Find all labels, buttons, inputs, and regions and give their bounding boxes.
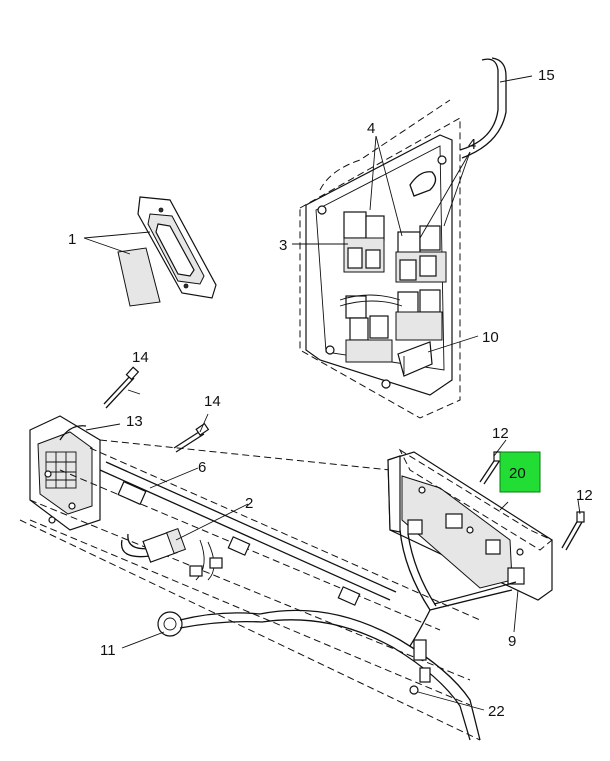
- callout-12-right[interactable]: 12: [576, 487, 593, 504]
- relay-panel: [299, 57, 507, 419]
- relay-group-right: [395, 225, 447, 283]
- callout-14-lower[interactable]: 14: [204, 393, 221, 410]
- relay-group-left: [343, 211, 385, 273]
- highlight-box-20[interactable]: [499, 451, 541, 493]
- callout-4-right[interactable]: 4: [468, 136, 476, 153]
- screw-12-upper: [479, 451, 502, 485]
- screw-12-right: [561, 511, 585, 551]
- bolt-14-upper: [103, 366, 140, 409]
- callout-15[interactable]: 15: [538, 67, 555, 84]
- connector-11: [157, 609, 481, 741]
- connector-grid: [45, 451, 77, 489]
- callout-11[interactable]: 11: [100, 642, 116, 659]
- callout-10[interactable]: 10: [482, 329, 499, 346]
- callout-6[interactable]: 6: [198, 459, 206, 476]
- callout-2[interactable]: 2: [245, 495, 253, 512]
- harness-rail: [19, 439, 481, 741]
- callout-3[interactable]: 3: [279, 237, 287, 254]
- callout-13[interactable]: 13: [126, 413, 143, 430]
- callout-labels: 1 2 3 4 4 6 9 10 11 12 12 13 14 14 15 20…: [68, 67, 593, 720]
- callout-12-upper[interactable]: 12: [492, 425, 509, 442]
- callout-22[interactable]: 22: [488, 703, 505, 720]
- leader-lines: [83, 75, 581, 711]
- callout-4-left[interactable]: 4: [367, 120, 375, 137]
- gasket-cover-plate: [117, 196, 217, 307]
- fastener-22: [409, 639, 431, 695]
- callout-1[interactable]: 1: [68, 231, 76, 248]
- control-module: [387, 448, 553, 647]
- bolt-14-lower: [173, 422, 210, 453]
- connector-2: [120, 527, 223, 581]
- callout-9[interactable]: 9: [508, 633, 516, 650]
- callout-14-upper[interactable]: 14: [132, 349, 149, 366]
- callout-20[interactable]: 20: [509, 465, 526, 482]
- bracket-connector-assembly: [29, 415, 101, 531]
